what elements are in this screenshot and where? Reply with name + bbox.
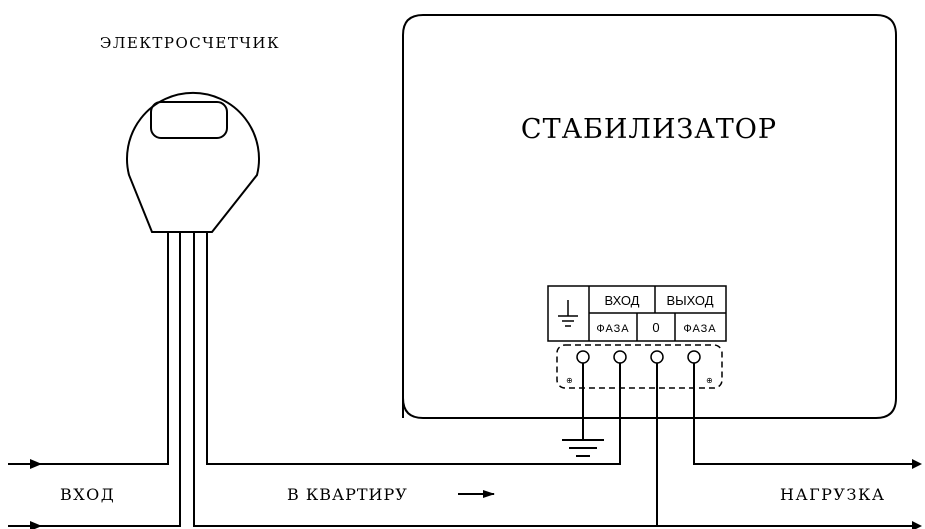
meter-body	[126, 91, 260, 233]
stabilizer-body	[402, 14, 897, 419]
arrow-input-2-icon	[30, 521, 42, 529]
stabilizer-title: СТАБИЛИЗАТОР	[521, 114, 777, 145]
wire-out-phase	[206, 232, 621, 465]
screw-left-icon: ⊕	[566, 376, 573, 385]
connector-phase-out	[687, 350, 701, 364]
meter-label: ЭЛЕКТРОСЧЕТЧИК	[100, 34, 280, 52]
wire-input-1	[8, 232, 169, 465]
arrow-load-2-icon	[912, 521, 922, 529]
input-label: ВХОД	[60, 485, 115, 504]
connector-housing	[556, 344, 723, 389]
load-label: НАГРУЗКА	[780, 485, 885, 504]
terminal-output-header: ВЫХОД	[666, 293, 713, 308]
arrow-load-1-icon	[912, 459, 922, 469]
connector-ground	[576, 350, 590, 364]
meter-wires	[8, 232, 658, 527]
screw-right-icon: ⊕	[706, 376, 713, 385]
connector-neutral	[650, 350, 664, 364]
terminal-connectors: ⊕ ⊕	[556, 344, 723, 389]
ground-icon	[558, 300, 578, 327]
connector-phase-in	[613, 350, 627, 364]
to-apartment-label: В КВАРТИРУ	[287, 485, 408, 504]
arrow-input-1-icon	[30, 459, 42, 469]
wire-load-phase	[693, 363, 917, 465]
terminal-phase-in: ФАЗА	[596, 323, 629, 335]
wire-input-2	[8, 232, 181, 527]
electric-meter: ЭЛЕКТРОСЧЕТЧИК	[100, 34, 280, 233]
ground-symbol-icon	[562, 439, 604, 457]
terminal-input-header: ВХОД	[605, 293, 640, 308]
terminal-phase-out: ФАЗА	[683, 323, 716, 335]
terminal-neutral: 0	[652, 320, 659, 335]
terminal-block: ВХОД ВЫХОД ФАЗА 0 ФАЗА	[547, 285, 727, 342]
ground-connection	[562, 363, 604, 457]
meter-display	[150, 101, 228, 139]
stabilizer: СТАБИЛИЗАТОР	[402, 14, 897, 419]
wire-out-neutral	[193, 232, 658, 527]
